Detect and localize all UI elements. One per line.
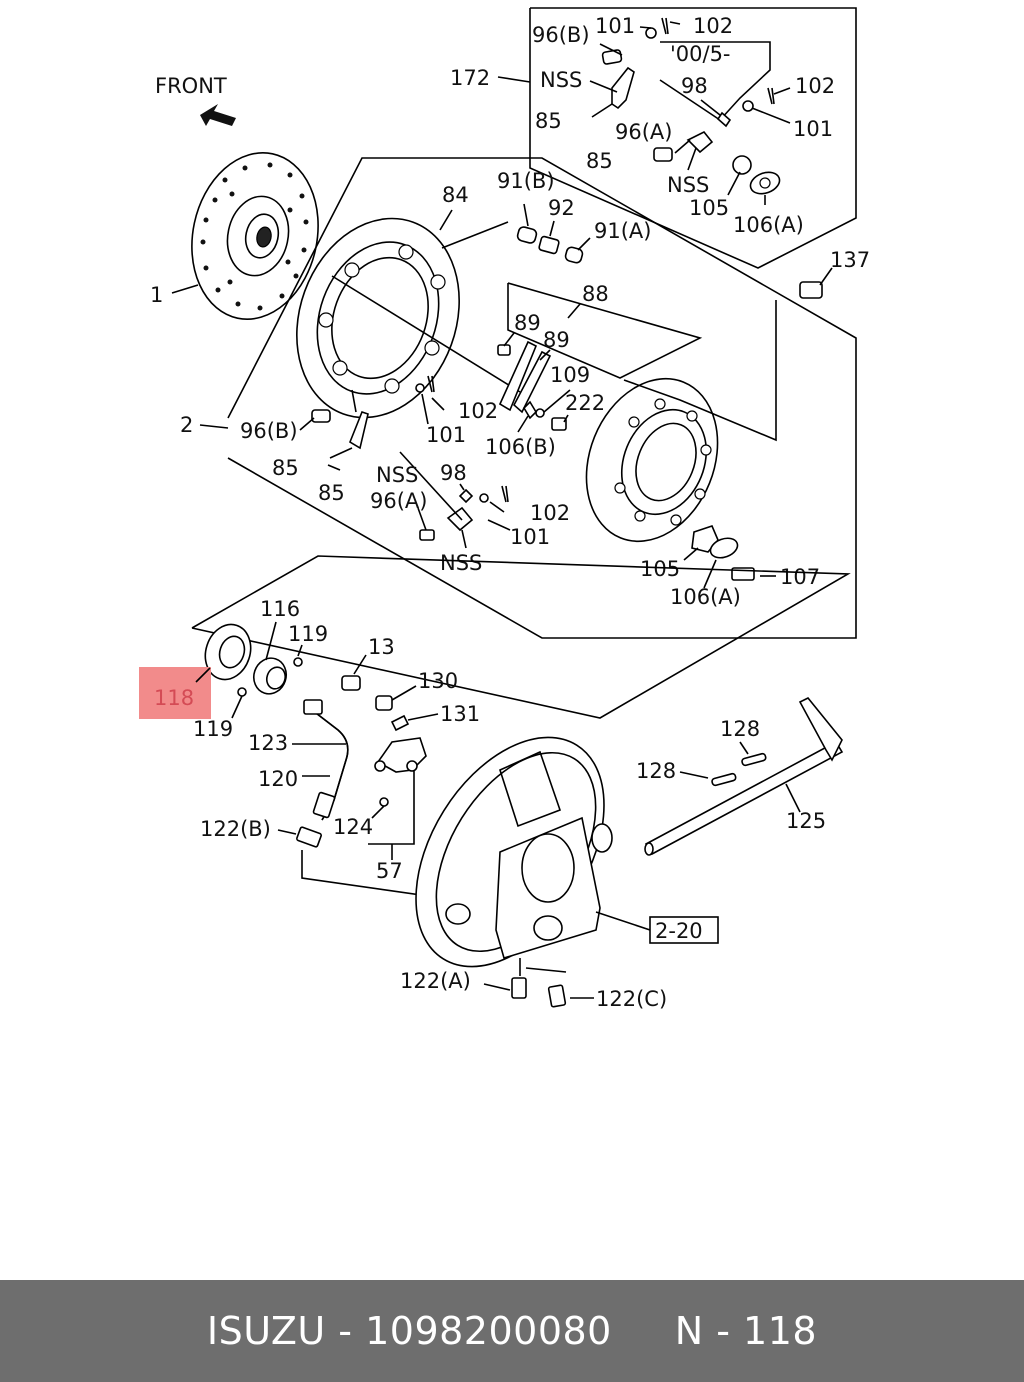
callout-13: 13 [368, 635, 395, 659]
callout-91b: 91(B) [497, 169, 555, 193]
callout-102-mid: 102 [458, 399, 498, 423]
callout-nss-mid-2: NSS [440, 551, 482, 575]
callout-122a: 122(A) [400, 969, 471, 993]
callout-91a: 91(A) [594, 219, 651, 243]
callout-96b-top: 96(B) [532, 23, 590, 47]
front-arrow-icon [200, 104, 236, 126]
callout-89-b: 89 [543, 328, 570, 352]
footer-bar: ISUZU - 1098200080 N - 118 [0, 1280, 1024, 1382]
part-number-caption: ISUZU - 1098200080 N - 118 [206, 1309, 818, 1353]
parts-diagram: FRONT 96(B) 101 102 172 [139, 7, 870, 1011]
callout-1: 1 [150, 283, 163, 307]
callout-85-mid-2: 85 [318, 481, 345, 505]
callout-131: 131 [440, 702, 480, 726]
callout-105-top: 105 [689, 196, 729, 220]
clutch-disc: 1 [150, 152, 319, 320]
callout-106a-mid: 106(A) [670, 585, 741, 609]
front-label: FRONT [155, 74, 227, 98]
callout-120: 120 [258, 767, 298, 791]
callout-85-top-2: 85 [586, 149, 613, 173]
callout-128-top: 128 [720, 717, 760, 741]
reference-box-2-20 [649, 916, 719, 944]
highlighted-part-118[interactable]: 118 [139, 667, 211, 719]
callout-119-top: 119 [288, 622, 328, 646]
callout-106b: 106(B) [485, 435, 556, 459]
callout-124: 124 [333, 815, 373, 839]
pressure-plate-group: 2 84 91(B) 92 91(A) 88 89 89 [180, 157, 857, 639]
callout-96a-top: 96(A) [615, 120, 672, 144]
callout-101-top: 101 [595, 14, 635, 38]
callout-98-top: 98 [681, 74, 708, 98]
callout-118: 118 [154, 686, 194, 710]
highlight-box [139, 667, 211, 719]
callout-107: 107 [780, 565, 820, 589]
callout-98-mid: 98 [440, 461, 467, 485]
callout-nss-top: NSS [540, 68, 582, 92]
callout-172: 172 [450, 66, 490, 90]
callout-137: 137 [830, 248, 870, 272]
callout-89-a: 89 [514, 311, 541, 335]
callout-122b: 122(B) [200, 817, 271, 841]
callout-85-top: 85 [535, 109, 562, 133]
callout-122c: 122(C) [596, 987, 667, 1011]
bolt-137: 137 [799, 248, 870, 299]
callout-85-mid: 85 [272, 456, 299, 480]
callout-102-mid-2: 102 [530, 501, 570, 525]
detail-box-172: 96(B) 101 102 172 '00/5- NSS 98 102 85 9… [450, 7, 857, 269]
front-direction-indicator: FRONT [155, 74, 236, 126]
callout-106a-top: 106(A) [733, 213, 804, 237]
callout-119-low: 119 [193, 717, 233, 741]
callout-101-right: 101 [793, 117, 833, 141]
callout-102-top: 102 [693, 14, 733, 38]
callout-130: 130 [418, 669, 458, 693]
callout-222: 222 [565, 391, 605, 415]
callout-96a-mid: 96(A) [370, 489, 427, 513]
callout-2-20: 2-20 [655, 919, 703, 943]
release-bearing-group: 116 119 119 13 130 131 123 120 124 57 [191, 555, 851, 907]
clutch-housing: 2-20 122(A) 122(C) [400, 736, 719, 1011]
callout-96b-mid: 96(B) [240, 419, 298, 443]
callout-109: 109 [550, 363, 590, 387]
callout-57: 57 [376, 859, 403, 883]
callout-116: 116 [260, 597, 300, 621]
callout-nss-top-2: NSS [667, 173, 709, 197]
callout-128-left: 128 [636, 759, 676, 783]
callout-101-mid-2: 101 [510, 525, 550, 549]
callout-92: 92 [548, 196, 575, 220]
callout-123: 123 [248, 731, 288, 755]
callout-2: 2 [180, 413, 193, 437]
callout-101-mid: 101 [426, 423, 466, 447]
callout-84: 84 [442, 183, 469, 207]
callout-102-right: 102 [795, 74, 835, 98]
callout-125: 125 [786, 809, 826, 833]
callout-88: 88 [582, 282, 609, 306]
release-shaft: 128 128 125 [636, 696, 844, 856]
callout-105-mid: 105 [640, 557, 680, 581]
callout-nss-mid: NSS [376, 463, 418, 487]
date-note: '00/5- [670, 42, 731, 66]
